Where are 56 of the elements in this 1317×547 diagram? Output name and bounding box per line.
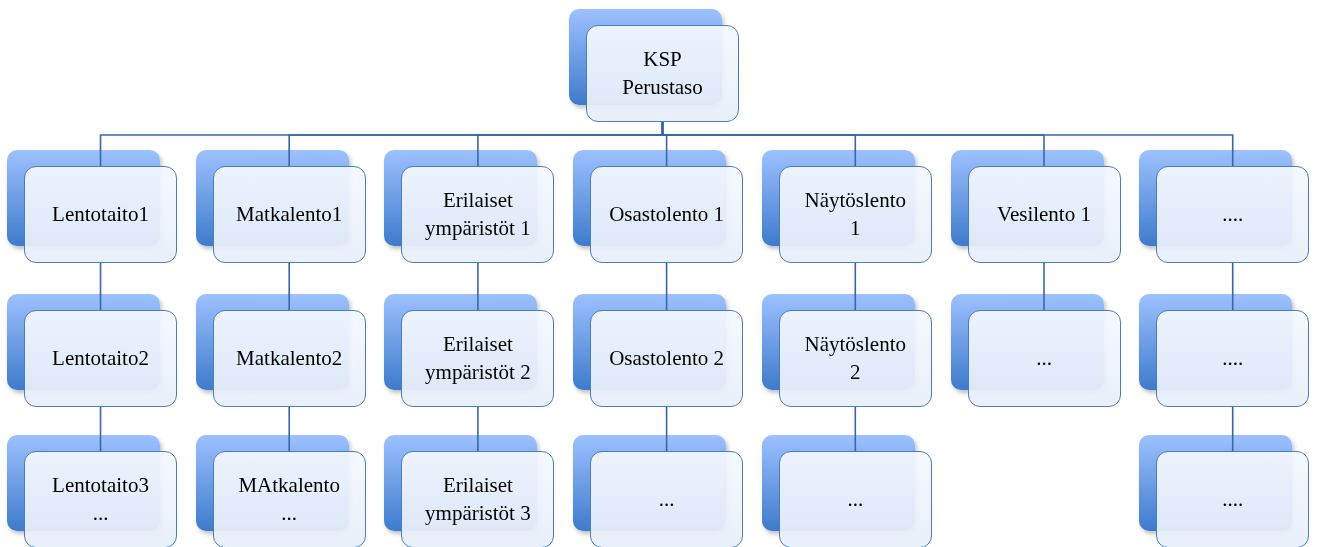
box-label: Lentotaito3 ... [51, 472, 150, 527]
rounded-box [590, 166, 744, 263]
rounded-box [586, 25, 739, 122]
box-label: .... [1222, 200, 1244, 228]
connector-line [854, 262, 857, 311]
rounded-box [778, 451, 932, 547]
connector-line [854, 406, 857, 452]
connector-line [288, 406, 290, 452]
box-label: KSP Perustaso [621, 46, 704, 101]
rounded-box [967, 166, 1121, 263]
rounded-box [778, 310, 932, 407]
connector-line [99, 406, 102, 452]
box-label: MAtkalento ... [237, 472, 341, 527]
rounded-box [1156, 451, 1310, 547]
rounded-box [212, 166, 366, 263]
box-label: .... [1222, 485, 1244, 513]
connector-line [661, 121, 1234, 167]
connector-line [99, 262, 102, 311]
rounded-box [778, 166, 932, 263]
rounded-box [212, 310, 366, 407]
connector-line [1043, 262, 1045, 311]
box-label: Näytöslento 2 [803, 331, 908, 386]
rounded-box [212, 451, 366, 547]
box-label: ... [847, 485, 864, 513]
connector-line [665, 262, 668, 311]
connector-line [288, 262, 290, 311]
connector-line [477, 406, 479, 452]
connector-line [665, 406, 668, 452]
box-label: Lentotaito1 [52, 200, 149, 228]
connector-line [477, 262, 479, 311]
rounded-box [401, 166, 555, 263]
box-label: ... [658, 485, 675, 513]
box-label: Osastolento 1 [609, 200, 725, 228]
box-label: .... [1222, 344, 1244, 372]
box-label: Erilaiset ympäristöt 2 [424, 331, 532, 386]
box-label: Lentotaito2 [52, 344, 149, 372]
box-label: Erilaiset ympäristöt 1 [424, 187, 532, 242]
box-label: ... [1036, 344, 1052, 372]
rounded-box [24, 166, 177, 263]
rounded-box [967, 310, 1121, 407]
box-label: Matkalento2 [236, 344, 343, 372]
rounded-box [401, 310, 555, 407]
rounded-box [1156, 166, 1310, 263]
box-label: Erilaiset ympäristöt 3 [424, 472, 532, 527]
box-label: Näytöslento 1 [803, 187, 908, 242]
connector-line [1231, 262, 1234, 311]
rounded-box [590, 451, 744, 547]
rounded-box [24, 310, 177, 407]
rounded-box [590, 310, 744, 407]
box-label: Matkalento1 [236, 200, 343, 228]
rounded-box [1156, 310, 1310, 407]
rounded-box [401, 451, 555, 547]
box-label: Osastolento 2 [609, 344, 725, 372]
box-label: Vesilento 1 [997, 200, 1091, 228]
rounded-box [24, 451, 177, 547]
connector-line [1231, 406, 1234, 452]
